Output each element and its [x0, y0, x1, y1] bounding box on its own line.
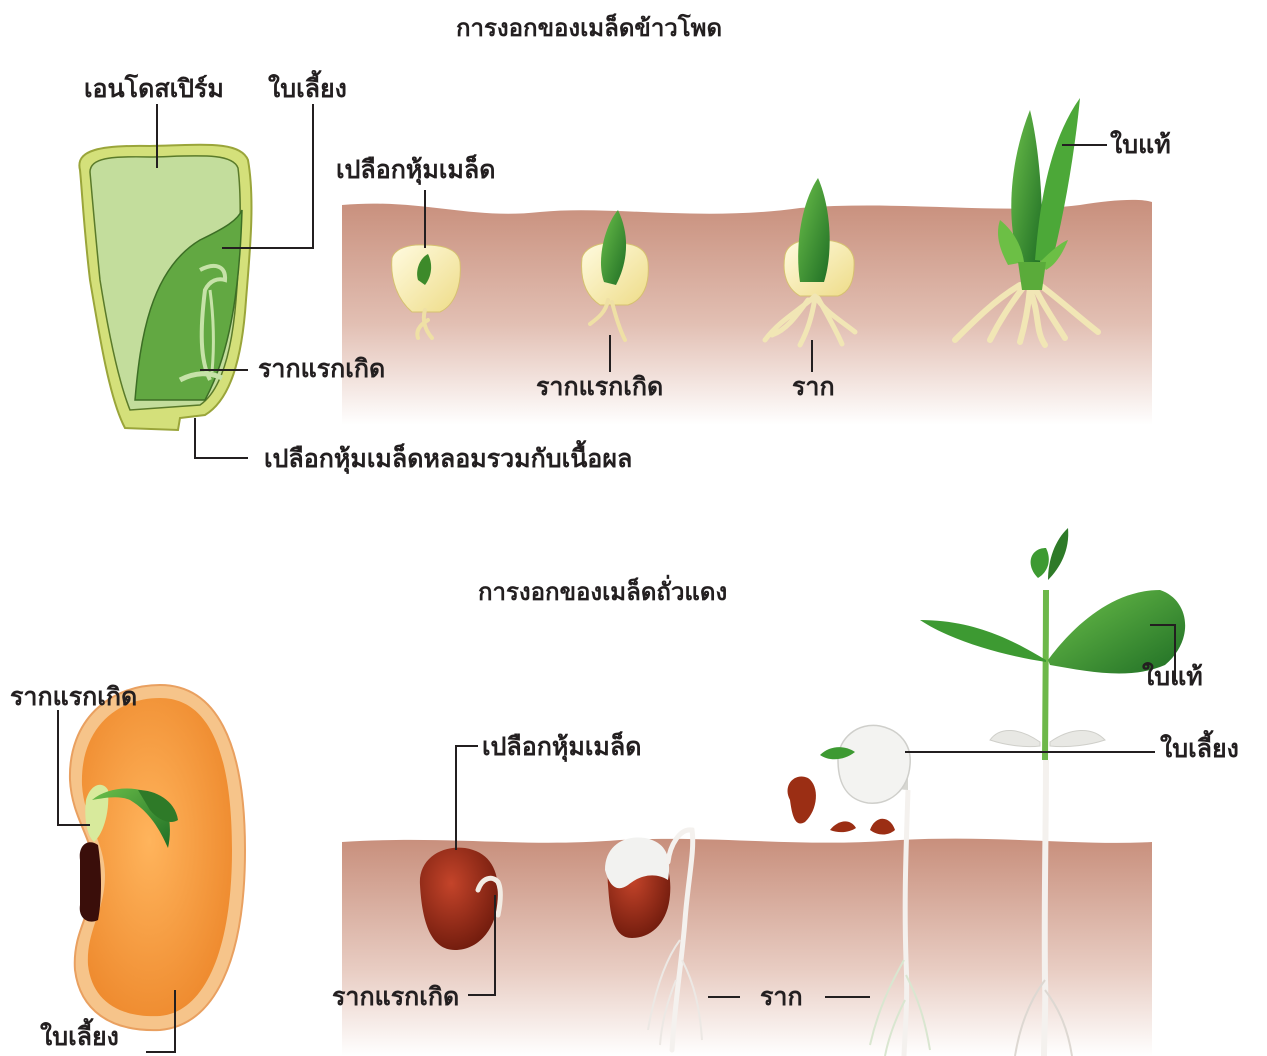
corn-label-root: ราก [792, 374, 835, 399]
bean-label-radicle-seed: รากแรกเกิด [10, 684, 137, 709]
bean-label-radicle-stage: รากแรกเกิด [332, 984, 459, 1009]
corn-title: การงอกของเมล็ดข้าวโพด [456, 16, 722, 40]
corn-label-true-leaf: ใบแท้ [1110, 132, 1171, 157]
corn-label-cotyledon: ใบเลี้ยง [268, 76, 347, 101]
bean-label-cotyledon-stage: ใบเลี้ยง [1160, 736, 1239, 761]
corn-seed-section [79, 145, 251, 430]
bean-label-seed-coat: เปลือกหุ้มเมล็ด [482, 734, 641, 759]
corn-label-seed-coat: เปลือกหุ้มเมล็ด [336, 157, 495, 182]
bean-section [58, 528, 1185, 1056]
bean-title: การงอกของเมล็ดถั่วแดง [478, 580, 727, 604]
bean-seed-section [70, 685, 245, 1030]
bean-label-true-leaf: ใบแท้ [1142, 664, 1203, 689]
corn-label-endosperm: เอนโดสเปิร์ม [84, 76, 224, 101]
corn-label-radicle-seed: รากแรกเกิด [258, 356, 385, 381]
bean-label-root: ราก [760, 984, 803, 1009]
corn-label-pericarp: เปลือกหุ้มเมล็ดหลอมรวมกับเนื้อผล [264, 446, 632, 471]
corn-section [79, 98, 1152, 458]
corn-label-radicle-stage: รากแรกเกิด [536, 374, 663, 399]
bean-label-cotyledon-seed: ใบเลี้ยง [40, 1024, 119, 1049]
